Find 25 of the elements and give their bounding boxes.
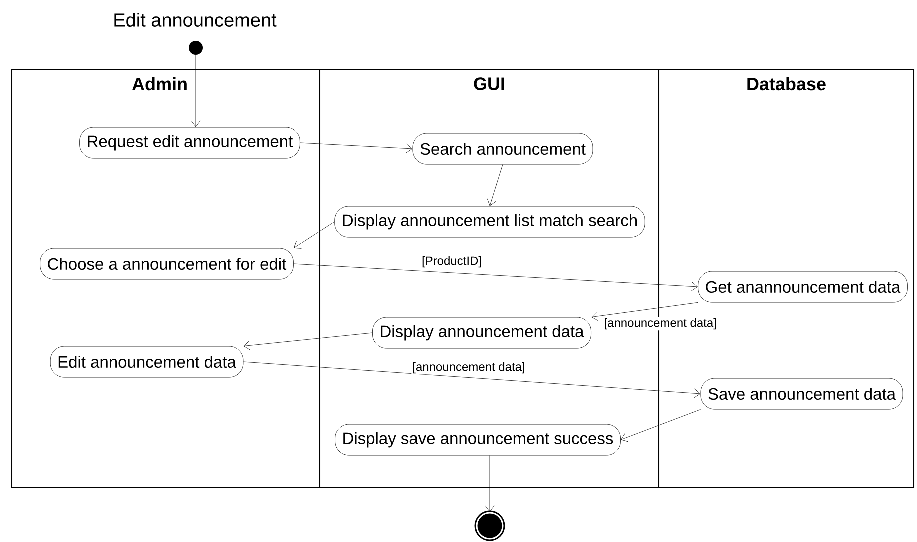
arrow	[191, 55, 201, 128]
arrow	[294, 264, 698, 292]
activity-box: Request edit announcement	[80, 127, 300, 159]
arrow	[294, 222, 335, 249]
edge-label: [ProductID]	[422, 256, 482, 268]
arrow	[244, 332, 373, 350]
start-node	[189, 41, 203, 55]
activity-box: Save announcement data	[700, 378, 904, 410]
activity-box: Search announcement	[412, 133, 594, 165]
activity-box: Edit announcement data	[50, 346, 244, 378]
activity-box: Display save announcement success	[335, 424, 621, 456]
activity-box: Get anannouncement data	[698, 271, 908, 303]
arrow	[621, 410, 701, 442]
activity-box: Choose a announcement for edit	[40, 248, 294, 280]
end-node	[474, 510, 506, 542]
edge-label: [announcement data]	[605, 318, 716, 330]
activity-box: Display announcement list match search	[334, 206, 646, 238]
arrow	[243, 362, 701, 398]
activity-box: Display announcement data	[372, 317, 592, 349]
arrow	[300, 142, 413, 154]
diagram-title: Edit announcement	[114, 13, 277, 27]
arrow	[592, 302, 698, 322]
edge-label: [announcement data]	[414, 362, 524, 374]
arrow	[487, 164, 504, 206]
arrow	[485, 456, 495, 512]
